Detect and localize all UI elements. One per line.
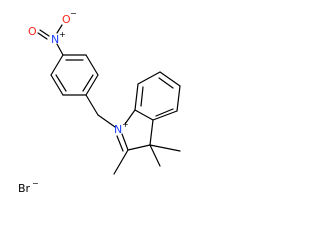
bond-ch2-n bbox=[97, 114, 116, 128]
bromide-counterion: Br bbox=[18, 182, 31, 195]
benzyl-ring-bond-3 bbox=[85, 74, 99, 96]
bond-o-n-double-b bbox=[39, 29, 50, 37]
bond-c3-methyl-a bbox=[149, 144, 181, 152]
bond-c2-c3 bbox=[127, 144, 151, 151]
fused-ring-bond-4 bbox=[159, 71, 181, 87]
fused-ring-bond-1 bbox=[134, 109, 154, 121]
bond-n-c2-double-b bbox=[116, 135, 124, 152]
bond-aryl-ch2 bbox=[85, 94, 99, 116]
chemical-structure-diagram: O N + O − N + Br − bbox=[18, 9, 181, 195]
bond-n-c2-double-a bbox=[121, 133, 129, 151]
benzyl-ring-bond-5 bbox=[50, 74, 64, 96]
benzyl-ring-inner-3 bbox=[55, 74, 67, 92]
fused-ring-bond-6 bbox=[134, 83, 139, 111]
fused-ring-bond-2 bbox=[152, 110, 178, 121]
fused-ring-bond-3 bbox=[176, 85, 181, 112]
bond-n-o-single bbox=[56, 24, 63, 34]
atom-label-nitrogen-nitro: N bbox=[51, 33, 59, 46]
benzyl-ring-bond-2 bbox=[85, 54, 99, 76]
fused-ring-inner-1 bbox=[158, 77, 174, 89]
atom-label-oxygen-terminal: O bbox=[28, 25, 37, 38]
atom-label-oxygen-anion: O bbox=[62, 13, 71, 26]
fused-ring-bond-5 bbox=[137, 71, 161, 85]
bromide-charge: − bbox=[32, 179, 39, 188]
nitro-oxygen-charge: − bbox=[70, 9, 77, 18]
bond-c7a-n bbox=[124, 109, 136, 125]
benzyl-ring-bond-6 bbox=[50, 54, 64, 76]
fused-ring-inner-2 bbox=[140, 86, 144, 107]
atom-label-nitrogen-indolium: N bbox=[114, 123, 122, 136]
bond-n-aryl bbox=[56, 43, 64, 56]
indolium-nitrogen-charge: + bbox=[122, 120, 129, 129]
benzyl-ring-inner-2 bbox=[82, 74, 94, 92]
bond-o-n-double-a bbox=[37, 32, 48, 40]
bond-c3-c3a bbox=[149, 119, 154, 146]
bond-c2-methyl bbox=[113, 149, 129, 175]
fused-ring-inner-3 bbox=[155, 108, 174, 117]
bond-c3-methyl-b bbox=[149, 144, 161, 167]
nitro-nitrogen-charge: + bbox=[59, 30, 66, 39]
